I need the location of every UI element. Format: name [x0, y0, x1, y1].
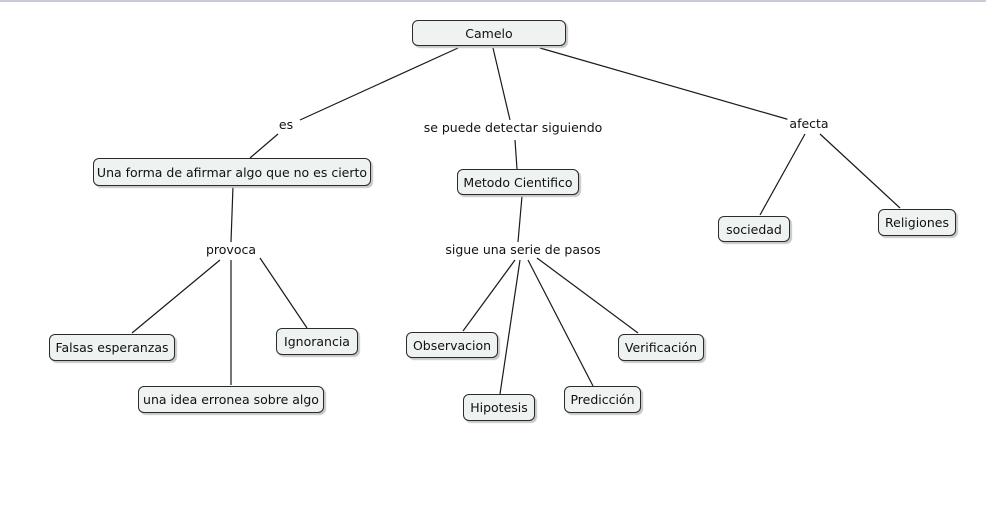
line-pasos-prediccion: [527, 259, 594, 387]
line-pasos-observacion: [462, 259, 516, 332]
link-es: es: [276, 117, 296, 132]
concept-forma-de-afirmar[interactable]: Una forma de afirmar algo que no es cier…: [93, 158, 371, 186]
line-es-forma: [249, 133, 279, 159]
line-camelo-afecta: [539, 47, 791, 121]
top-border: [0, 0, 986, 2]
line-pasos-hipotesis: [499, 259, 521, 395]
concept-sociedad[interactable]: sociedad: [718, 216, 790, 242]
concept-metodo-cientifico[interactable]: Metodo Cientifico: [457, 169, 579, 195]
link-sigue-pasos: sigue una serie de pasos: [443, 242, 603, 257]
concept-camelo[interactable]: Camelo: [412, 20, 566, 46]
line-afecta-religiones: [819, 133, 901, 209]
line-provoca-falsas: [131, 259, 221, 334]
line-metodo-pasos: [517, 195, 523, 243]
line-afecta-sociedad: [759, 133, 806, 216]
concept-religiones[interactable]: Religiones: [878, 209, 956, 236]
link-provoca: provoca: [203, 242, 259, 257]
concept-idea-erronea[interactable]: una idea erronea sobre algo: [138, 386, 324, 413]
line-camelo-detectar: [492, 47, 511, 121]
concept-falsas-esperanzas[interactable]: Falsas esperanzas: [49, 334, 175, 361]
line-forma-provoca: [230, 185, 234, 243]
line-pasos-verificacion: [536, 257, 639, 334]
link-se-puede-detectar: se puede detectar siguiendo: [421, 120, 605, 135]
concept-observacion[interactable]: Observacion: [406, 332, 498, 358]
line-detectar-metodo: [514, 139, 518, 170]
concept-verificacion[interactable]: Verificación: [618, 334, 704, 361]
concept-hipotesis[interactable]: Hipotesis: [463, 394, 535, 421]
concept-ignorancia[interactable]: Ignorancia: [276, 328, 358, 355]
concept-prediccion[interactable]: Predicción: [564, 386, 641, 413]
line-provoca-ignorancia: [259, 257, 308, 329]
link-afecta: afecta: [787, 116, 831, 131]
line-camelo-es: [299, 47, 459, 121]
